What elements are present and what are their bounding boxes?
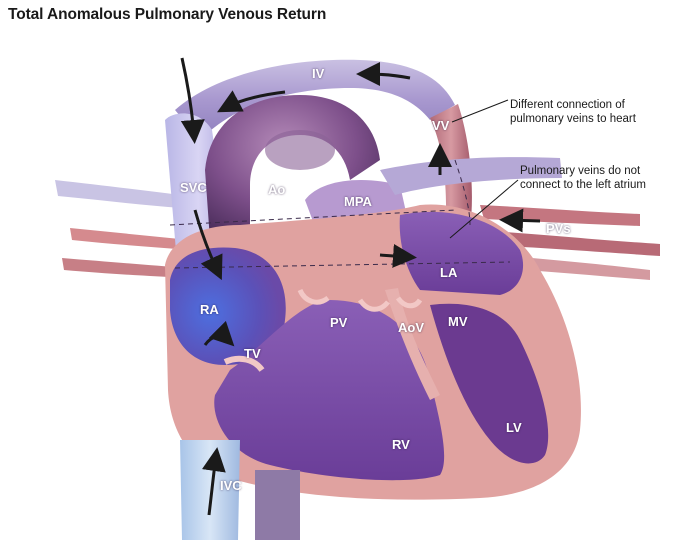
label-ra: RA [200, 302, 219, 317]
label-ao: Ao [268, 182, 286, 197]
right-atrium [170, 247, 286, 365]
callout-left-atrium: Pulmonary veins do not connect to the le… [520, 164, 646, 192]
label-mpa: MPA [344, 194, 372, 209]
label-pv: PV [330, 315, 348, 330]
callout-vv-line1: Different connection of [510, 99, 625, 111]
callout-la-line2: connect to the left atrium [520, 179, 646, 191]
aorta [205, 95, 380, 240]
left-ventricle [430, 303, 549, 464]
label-la: LA [440, 265, 458, 280]
label-ivc: IVC [220, 478, 242, 493]
label-iv: IV [312, 66, 325, 81]
label-lv: LV [506, 420, 522, 435]
label-pvs: PVs [546, 221, 571, 236]
label-aov: AoV [398, 320, 424, 335]
callout-la-line1: Pulmonary veins do not [520, 165, 641, 177]
label-mv: MV [448, 314, 468, 329]
label-svc: SVC [180, 180, 207, 195]
right-ventricle [214, 300, 445, 481]
callout-vertical-vein: Different connection of pulmonary veins … [510, 98, 636, 126]
flow-arrows [180, 57, 541, 516]
pulmonary-vessels-left [55, 180, 192, 278]
diagram-title: Total Anomalous Pulmonary Venous Return [8, 6, 327, 23]
left-atrium [399, 211, 524, 295]
label-rv: RV [392, 437, 410, 452]
callout-vv-line2: pulmonary veins to heart [510, 113, 636, 125]
label-tv: TV [244, 346, 261, 361]
label-vv: VV [432, 118, 450, 133]
innominate-vein [175, 59, 455, 141]
